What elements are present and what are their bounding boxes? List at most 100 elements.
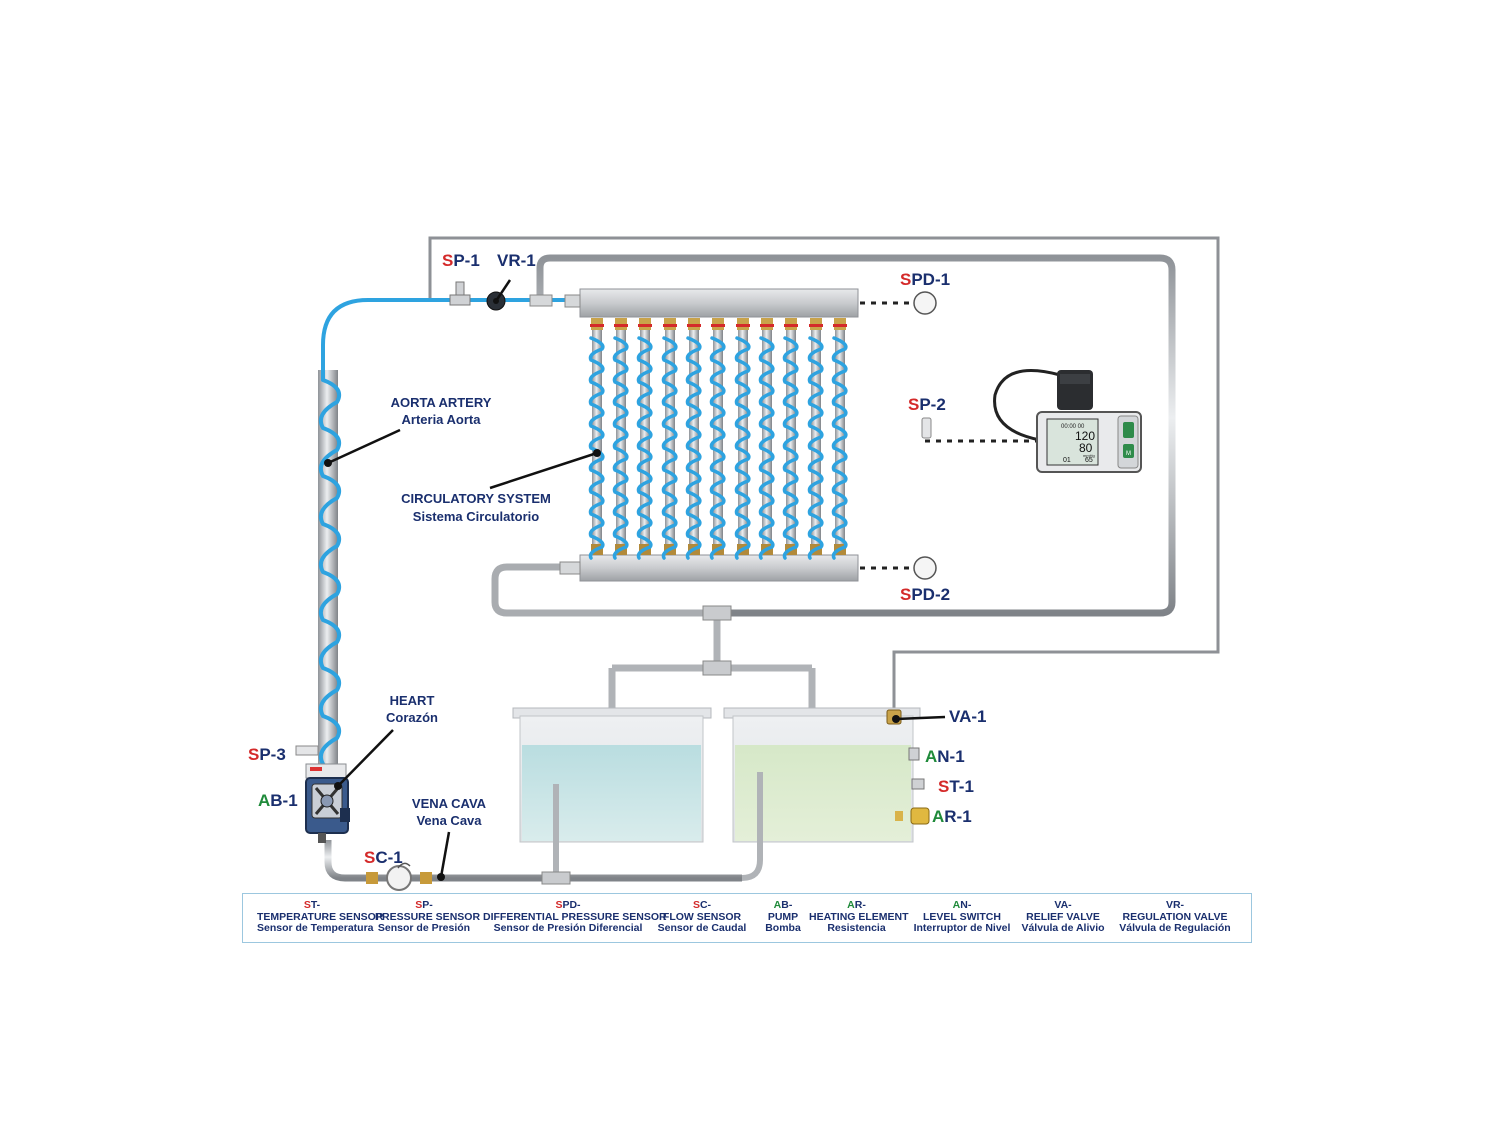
legend-code-prefix: S [692, 899, 700, 911]
legend-spanish: Sensor de Presión Diferencial [493, 922, 643, 934]
spd-2-sensor[interactable] [860, 556, 937, 580]
legend-code: SPD- [483, 899, 653, 912]
legend-spanish: Sensor de Presión [377, 922, 471, 934]
legend-spanish: Bomba [765, 922, 801, 934]
legend-spanish: Válvula de Regulación [1119, 922, 1231, 934]
legend-code: AB- [763, 899, 803, 912]
monitor-unit: mmHg [1083, 453, 1095, 458]
vessel-spiral [709, 336, 726, 560]
tag-ab-1: AB-1 [258, 791, 298, 810]
legend-code-suffix: VA- [1054, 899, 1072, 911]
legend-english: PUMP [767, 910, 799, 923]
manifold-inlet [559, 561, 581, 575]
suction-pipes [553, 772, 763, 881]
monitor-m-button: M [1126, 451, 1131, 457]
legend-code-prefix: A [847, 899, 855, 911]
vessel-spiral [807, 336, 824, 560]
leader-dot [892, 715, 900, 723]
vessel-clamp [833, 324, 847, 327]
vessel-spiral [612, 336, 629, 560]
legend-code: SC- [651, 899, 753, 912]
monitor-systolic: 120 [1075, 429, 1095, 443]
leader-dot [324, 459, 332, 467]
vena-cava-pipe [324, 840, 742, 882]
tag-ar-1: AR-1 [932, 807, 972, 826]
leader-va-1 [895, 715, 946, 721]
vessel-tubes [588, 318, 848, 560]
tag-va-1: VA-1 [949, 707, 986, 726]
flow-sensor[interactable] [366, 865, 432, 891]
leader-sc-1 [397, 862, 411, 869]
sp-3-sensor[interactable] [295, 745, 319, 756]
vessel-clamp [590, 324, 604, 327]
st-1-temperature-sensor[interactable] [911, 778, 925, 790]
sp-1-sensor[interactable] [449, 281, 471, 306]
monitor-time: 00:00 00 [1061, 424, 1085, 430]
leader-vr-1 [494, 279, 512, 302]
legend-code: VA- [1021, 899, 1105, 912]
legend-spanish: Sensor de Caudal [657, 922, 747, 934]
legend-code-prefix: S [415, 899, 423, 911]
aorta-spiral [318, 378, 342, 766]
tag-an-1: AN-1 [925, 747, 965, 766]
inner-loop-right [536, 254, 1176, 617]
tag-spd-2: SPD-2 [900, 585, 950, 604]
legend-code-suffix: N- [960, 899, 972, 911]
vessel-spiral [685, 336, 702, 560]
leader-aorta [327, 428, 401, 465]
vessel-clamp [638, 324, 652, 327]
ar-1-heating-element[interactable] [895, 807, 930, 825]
legend-code-prefix: S [303, 899, 311, 911]
tag-sp-3: SP-3 [248, 745, 286, 764]
leader-dot [493, 298, 499, 304]
callout-vena-en: VENA CAVA [412, 796, 487, 811]
vessel-clamp [614, 324, 628, 327]
legend-code-suffix: VR- [1165, 899, 1185, 911]
legend-code: AN- [907, 899, 1017, 912]
monitor-cable [993, 369, 1061, 442]
leader-circulatory [489, 451, 598, 490]
legend-english: TEMPERATURE SENSOR [257, 910, 384, 923]
legend-english: HEATING ELEMENT [809, 910, 909, 923]
legend-code-prefix: A [952, 899, 961, 911]
callout-heart-en: HEART [390, 693, 435, 708]
callout-heart-es: Corazón [386, 710, 438, 725]
leader-heart [337, 729, 394, 787]
blue-tube [321, 298, 580, 380]
an-1-level-switch[interactable] [908, 747, 920, 761]
vessel-spiral [782, 336, 799, 560]
callout-circulatory-en: CIRCULATORY SYSTEM [401, 491, 551, 506]
tag-sp-2: SP-2 [908, 395, 946, 414]
legend-code-suffix: P- [422, 899, 433, 911]
legend-code: ST- [257, 899, 367, 912]
callout-circulatory-es: Sistema Circulatorio [413, 509, 539, 524]
legend-code-suffix: C- [699, 899, 712, 911]
vessel-clamp [809, 324, 823, 327]
manifold-inlet [564, 294, 581, 308]
pressure-cuff [1057, 370, 1093, 410]
legend-code-prefix: S [555, 899, 563, 911]
inner-loop-left [491, 563, 722, 617]
sp-2-sensor[interactable] [921, 417, 1040, 443]
callout-vena-es: Vena Cava [416, 813, 482, 828]
bottom-manifold [579, 554, 859, 582]
legend-code-prefix: A [773, 899, 782, 911]
spd-1-sensor[interactable] [860, 291, 937, 315]
callout-aorta-en: AORTA ARTERY [391, 395, 492, 410]
blood-pressure-monitor [1036, 411, 1142, 473]
vessel-spiral [636, 336, 653, 560]
legend-english: LEVEL SWITCH [923, 910, 1001, 923]
legend-code: AR- [809, 899, 904, 912]
legend-english: PRESSURE SENSOR [375, 910, 481, 923]
inline-fitting [541, 871, 571, 885]
vessel-clamp [711, 324, 725, 327]
vessel-clamp [784, 324, 798, 327]
monitor-pulse: 65 [1085, 457, 1093, 464]
